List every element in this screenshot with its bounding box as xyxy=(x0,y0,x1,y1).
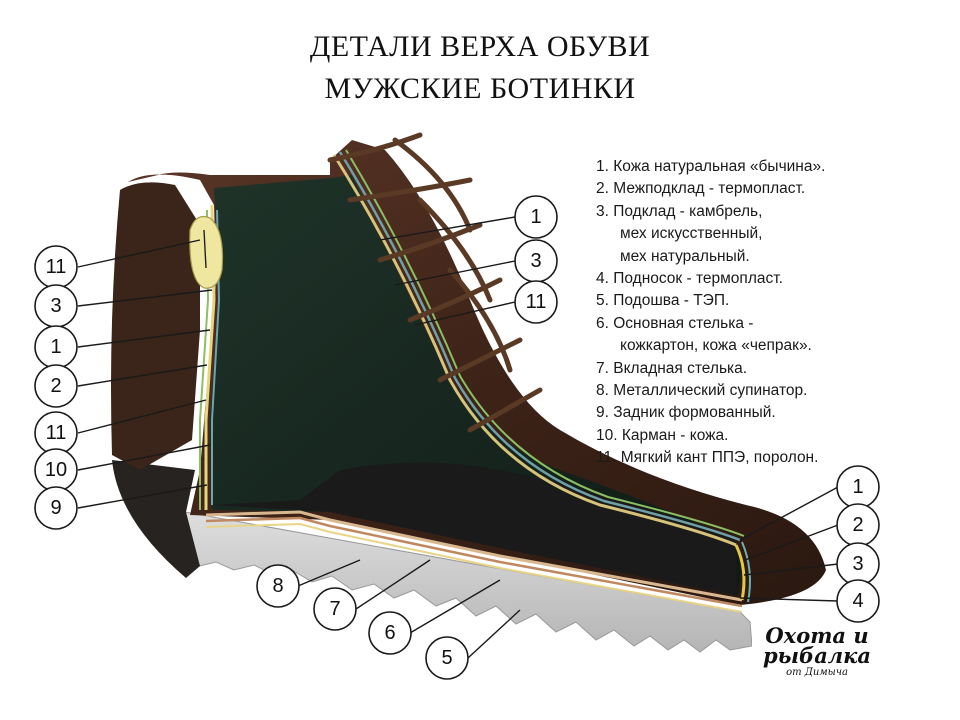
svg-text:1: 1 xyxy=(530,206,541,228)
svg-text:3: 3 xyxy=(852,553,863,575)
callout-left-7: 9 xyxy=(34,486,78,530)
watermark-line-3: от Димыча xyxy=(786,667,848,678)
callout-right-top-3: 11 xyxy=(514,280,558,324)
callout-right-bottom-2: 2 xyxy=(836,503,880,547)
legend-item: 8. Металлический супинатор. xyxy=(596,382,808,400)
watermark-logo: Охота и рыбалка от Димыча xyxy=(752,623,882,686)
callout-right-bottom-1: 1 xyxy=(836,465,880,509)
callouts-bottom: 8 7 6 5 xyxy=(256,564,469,680)
leader-lines xyxy=(77,216,839,659)
callout-bottom-8: 8 xyxy=(256,564,300,608)
insole-floor xyxy=(212,462,738,596)
legend-item: 11. Мягкий кант ППЭ, поролон. xyxy=(596,449,819,467)
svg-text:5: 5 xyxy=(441,647,452,669)
legend-item: 10. Карман - кожа. xyxy=(596,426,729,444)
callouts-left: 11 3 1 2 11 10 9 xyxy=(34,245,78,530)
svg-text:11: 11 xyxy=(46,256,67,278)
callout-left-6: 10 xyxy=(34,448,78,492)
legend-item: 4. Подносок - термопласт. xyxy=(596,270,783,288)
svg-text:7: 7 xyxy=(329,598,340,620)
callout-left-2: 3 xyxy=(34,284,78,328)
svg-text:11: 11 xyxy=(526,291,547,313)
svg-text:9: 9 xyxy=(50,497,61,519)
watermark-line-1: Охота и xyxy=(765,623,869,648)
callout-left-3: 1 xyxy=(34,325,78,369)
callout-bottom-6: 6 xyxy=(368,611,412,655)
svg-text:2: 2 xyxy=(50,375,61,397)
insole-layers xyxy=(205,510,743,602)
legend-item: 5. Подошва - ТЭП. xyxy=(596,292,730,310)
callout-right-top-2: 3 xyxy=(514,239,558,283)
callout-left-4: 2 xyxy=(34,364,78,408)
legend-item: 9. Задник формованный. xyxy=(596,404,776,422)
page-title-line-1: ДЕТАЛИ ВЕРХА ОБУВИ xyxy=(309,30,651,63)
legend-item: кожкартон, кожа «чепрак». xyxy=(620,337,812,355)
heel-rim-shape xyxy=(112,460,200,578)
page-title-line-2: МУЖСКИЕ БОТИНКИ xyxy=(324,72,636,105)
callout-left-5: 11 xyxy=(34,411,78,455)
watermark-line-2: рыбалка xyxy=(762,643,871,668)
foam-collar xyxy=(189,215,224,289)
svg-text:1: 1 xyxy=(50,336,61,358)
svg-text:3: 3 xyxy=(50,295,61,317)
callout-bottom-7: 7 xyxy=(313,587,357,631)
laces xyxy=(327,132,543,433)
callout-right-bottom-3: 3 xyxy=(836,542,880,586)
svg-text:10: 10 xyxy=(45,459,67,481)
svg-text:4: 4 xyxy=(852,590,863,612)
svg-text:8: 8 xyxy=(272,575,283,597)
svg-text:2: 2 xyxy=(852,514,863,536)
legend-item: 2. Межподклад - термопласт. xyxy=(596,180,806,198)
collar-shape xyxy=(111,182,200,470)
svg-text:1: 1 xyxy=(852,476,863,498)
callout-left-1: 11 xyxy=(34,245,78,289)
legend-item: мех искусственный, xyxy=(620,225,763,243)
callouts-right-bottom: 1 2 3 4 xyxy=(836,465,880,623)
legend-list: 1. Кожа натуральная «бычина». 2. Межподкл… xyxy=(596,156,825,470)
legend-item: 7. Вкладная стелька. xyxy=(596,359,748,377)
svg-text:6: 6 xyxy=(384,622,395,644)
svg-text:11: 11 xyxy=(46,422,67,444)
callout-right-bottom-4: 4 xyxy=(836,579,880,623)
legend-item: 6. Основная стелька - xyxy=(596,314,754,332)
callouts-right-top: 1 3 11 xyxy=(514,195,558,324)
legend-item: 3. Подклад - камбрель, xyxy=(596,202,763,220)
svg-text:3: 3 xyxy=(530,250,541,272)
legend-item: мех натуральный. xyxy=(620,247,750,265)
callout-right-top-1: 1 xyxy=(514,195,558,239)
legend-item: 1. Кожа натуральная «бычина». xyxy=(596,158,826,175)
callout-bottom-5: 5 xyxy=(425,636,469,680)
